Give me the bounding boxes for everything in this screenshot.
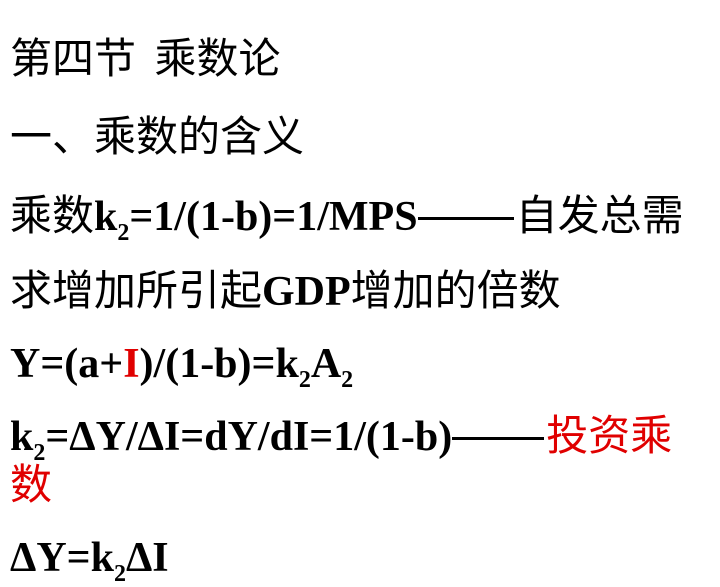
eq1-part-a: Y=(a+ — [10, 341, 124, 387]
eq1-part-c: A — [310, 341, 342, 387]
gdp-label: GDP — [262, 269, 351, 315]
definition-line-2: 求增加所引起GDP增加的倍数 — [10, 269, 712, 315]
multiplier-word: 乘数 — [10, 191, 95, 240]
investment-multiplier-label: 投资乘 — [546, 411, 673, 460]
definition-tail: 自发总需 — [515, 191, 684, 240]
subtitle-text: 一、乘数的含义 — [10, 112, 305, 161]
definition-line-1: 乘数k2=1/(1-b)=1/MPS 自发总需 — [10, 194, 712, 246]
subtitle: 一、乘数的含义 — [10, 116, 712, 159]
eq2-formula: =ΔY/ΔI=dY/dI=1/(1-b) — [45, 414, 453, 460]
eq1-subscript-2: 2 — [341, 367, 354, 393]
k-symbol: k — [94, 194, 118, 240]
eq2-subscript: 2 — [33, 440, 46, 466]
section-topic: 乘数论 — [154, 34, 281, 83]
definition-text: 求增加所引起 — [10, 266, 263, 315]
equation-investment-multiplier: k2=ΔY/ΔI=dY/dI=1/(1-b) 投资乘 — [10, 414, 712, 466]
investment-symbol: I — [123, 341, 140, 387]
k-subscript: 2 — [117, 220, 130, 246]
slide-title: 第四节 乘数论 — [10, 38, 712, 80]
investment-multiplier-label-end: 数 — [10, 460, 53, 509]
em-dash — [417, 217, 514, 220]
em-dash-2 — [452, 437, 545, 440]
equation-delta: ΔY=k2ΔI — [10, 535, 712, 586]
eq3-part-a: ΔY=k — [10, 535, 114, 581]
equation-investment-multiplier-continued: 数 — [10, 464, 712, 507]
eq3-part-b: ΔI — [125, 535, 169, 581]
equation-income: Y=(a+I)/(1-b)=k2A2 — [10, 341, 712, 392]
eq1-subscript-1: 2 — [298, 367, 311, 393]
multiplier-formula: =1/(1-b)=1/MPS — [129, 194, 418, 240]
section-number: 第四节 — [10, 34, 137, 83]
eq3-subscript: 2 — [113, 561, 126, 587]
eq1-part-b: )/(1-b)=k — [139, 341, 299, 387]
eq2-k-symbol: k — [10, 414, 34, 460]
definition-text-tail: 增加的倍数 — [350, 266, 561, 315]
